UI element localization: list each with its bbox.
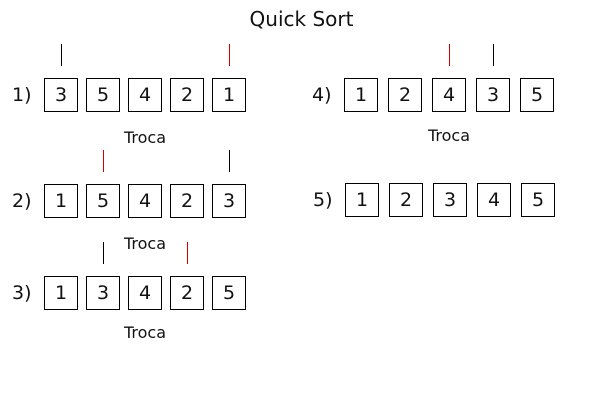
step-label: 2) bbox=[12, 190, 32, 212]
array-cell: 4 bbox=[477, 183, 511, 217]
array-cell: 1 bbox=[44, 276, 78, 310]
swap-caption: Troca bbox=[123, 128, 167, 147]
pivot-marker bbox=[229, 44, 230, 66]
step-label: 3) bbox=[12, 282, 32, 304]
array-cell: 4 bbox=[128, 184, 162, 218]
array-cell: 5 bbox=[520, 78, 554, 112]
array-cell: 3 bbox=[86, 276, 120, 310]
pivot-marker bbox=[449, 44, 450, 66]
step-label: 4) bbox=[312, 84, 332, 106]
pivot-marker bbox=[187, 242, 188, 264]
array-cell: 5 bbox=[86, 184, 120, 218]
scan-marker bbox=[493, 44, 494, 66]
step-label: 1) bbox=[12, 84, 32, 106]
array-cell: 5 bbox=[212, 276, 246, 310]
array-cell: 5 bbox=[521, 183, 555, 217]
array-cell: 2 bbox=[170, 184, 204, 218]
swap-caption: Troca bbox=[123, 323, 167, 342]
step-label: 5) bbox=[313, 189, 333, 211]
array-cell: 1 bbox=[212, 78, 246, 112]
array-cell: 1 bbox=[44, 184, 78, 218]
array-cell: 2 bbox=[170, 276, 204, 310]
pivot-marker bbox=[103, 150, 104, 172]
array-cell: 3 bbox=[212, 184, 246, 218]
array-cell: 2 bbox=[170, 78, 204, 112]
array-cell: 2 bbox=[389, 183, 423, 217]
diagram-title: Quick Sort bbox=[249, 7, 354, 31]
scan-marker bbox=[103, 242, 104, 264]
array-cell: 1 bbox=[344, 78, 378, 112]
array-cell: 4 bbox=[128, 276, 162, 310]
array-cell: 4 bbox=[128, 78, 162, 112]
array-cell: 4 bbox=[432, 78, 466, 112]
array-cell: 2 bbox=[388, 78, 422, 112]
array-cell: 5 bbox=[86, 78, 120, 112]
swap-caption: Troca bbox=[123, 234, 167, 253]
swap-caption: Troca bbox=[427, 126, 471, 145]
array-cell: 1 bbox=[345, 183, 379, 217]
array-cell: 3 bbox=[433, 183, 467, 217]
array-cell: 3 bbox=[476, 78, 510, 112]
scan-marker bbox=[229, 150, 230, 172]
scan-marker bbox=[61, 44, 62, 66]
array-cell: 3 bbox=[44, 78, 78, 112]
